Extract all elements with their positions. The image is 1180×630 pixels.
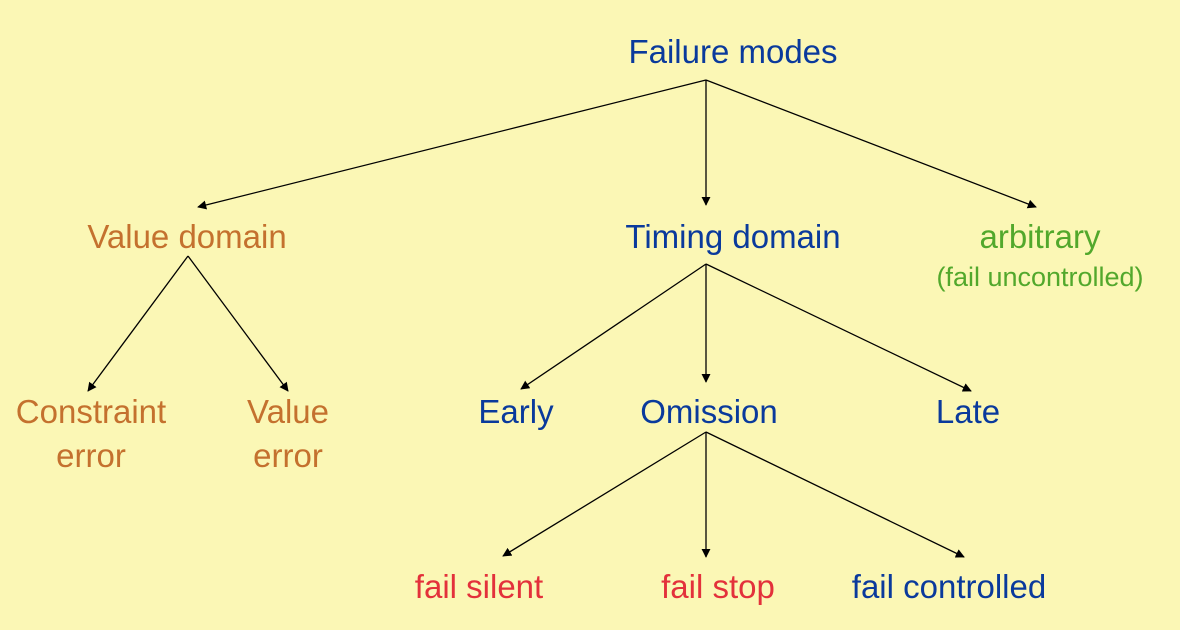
constraint-error-line-1: Constraint [15, 393, 167, 430]
node-arbitrary-note: (fail uncontrolled) [936, 262, 1144, 292]
value-error-line-2: error [253, 437, 323, 474]
edge-timing-late [705, 263, 972, 392]
node-early: Early [478, 393, 554, 430]
edge-value-domain-constraint-error [87, 255, 189, 392]
constraint-error-line-2: error [56, 437, 126, 474]
node-omission: Omission [640, 393, 778, 430]
node-value-domain: Value domain [87, 218, 287, 255]
node-failure-modes: Failure modes [628, 33, 838, 70]
node-fail-controlled: fail controlled [851, 568, 1047, 605]
node-constraint-error: Constraint error [16, 390, 166, 478]
edge-root-arbitrary [705, 79, 1037, 209]
node-arbitrary: arbitrary [979, 218, 1101, 255]
edge-omission-fail-controlled [705, 431, 965, 558]
edge-value-domain-value-error [187, 255, 289, 392]
node-fail-stop: fail stop [661, 568, 775, 605]
node-value-error: Value error [247, 390, 329, 478]
edge-omission-fail-silent [502, 431, 707, 557]
edge-timing-early [520, 263, 707, 390]
edge-root-value-domain [197, 79, 707, 210]
node-timing-domain: Timing domain [625, 218, 841, 255]
node-late: Late [935, 393, 1001, 430]
node-fail-silent: fail silent [414, 568, 544, 605]
value-error-line-1: Value [247, 393, 329, 430]
